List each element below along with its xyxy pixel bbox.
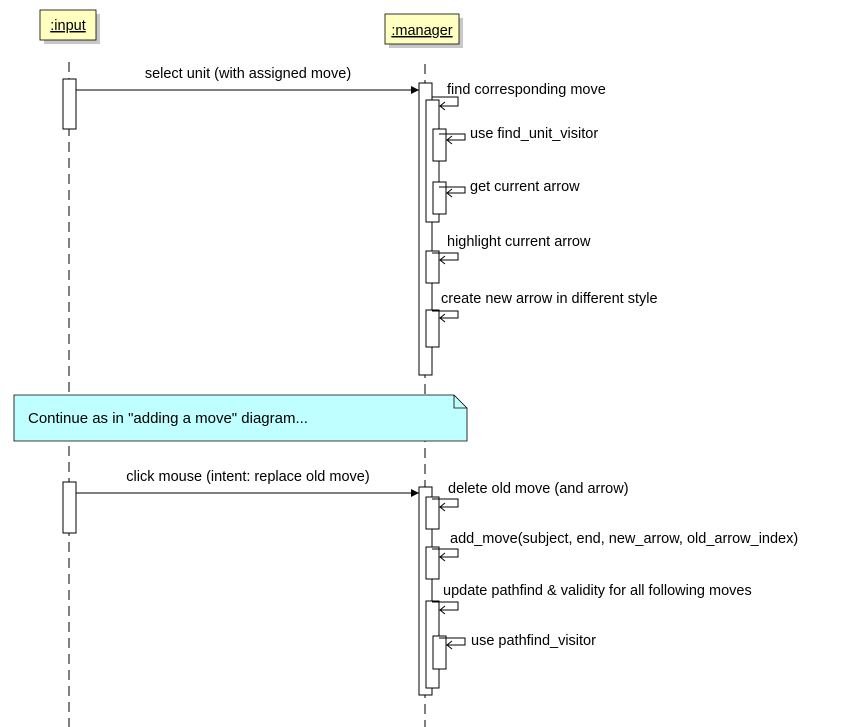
- lifeline-label-manager: :manager: [391, 23, 452, 39]
- lifeline-head-manager[interactable]: :manager: [384, 13, 463, 48]
- activation-delete-move: [425, 496, 440, 530]
- self-call-delete-move: [432, 498, 459, 508]
- activation-highlight: [425, 250, 440, 284]
- self-call-add-move: [432, 548, 459, 558]
- message-label-add-move: add_move(subject, end, new_arrow, old_ar…: [450, 531, 798, 547]
- self-call-highlight: [432, 252, 459, 261]
- message-label-find-move: find corresponding move: [447, 82, 606, 98]
- message-label-click-mouse: click mouse (intent: replace old move): [126, 469, 369, 485]
- message-label-find-unit-visitor: use find_unit_visitor: [470, 126, 598, 142]
- message-label-delete-move: delete old move (and arrow): [448, 481, 629, 497]
- lifeline-head-input[interactable]: :input: [39, 9, 100, 44]
- message-label-get-arrow: get current arrow: [470, 179, 580, 195]
- self-call-get-arrow: [439, 186, 466, 194]
- activation-add-move: [425, 546, 440, 580]
- activation-input-1: [62, 78, 77, 130]
- message-label-select-unit: select unit (with assigned move): [145, 66, 351, 82]
- message-label-highlight: highlight current arrow: [447, 234, 591, 250]
- activation-input-2: [62, 481, 77, 534]
- activation-pathfind-visitor: [432, 635, 447, 670]
- message-label-update-pathfind: update pathfind & validity for all follo…: [443, 583, 752, 599]
- lifeline-label-input: :input: [50, 18, 85, 34]
- self-call-create-arrow: [432, 310, 459, 319]
- activation-get-arrow: [432, 181, 447, 215]
- activation-create-arrow: [425, 309, 440, 348]
- note: Continue as in "adding a move" diagram..…: [13, 394, 468, 442]
- message-label-create-arrow: create new arrow in different style: [441, 291, 658, 307]
- activation-find-unit-visitor: [432, 128, 447, 162]
- self-call-find-move: [432, 96, 459, 107]
- note-text: Continue as in "adding a move" diagram..…: [28, 410, 308, 427]
- message-label-pathfind-visitor: use pathfind_visitor: [471, 633, 596, 649]
- self-call-update-pathfind: [432, 601, 459, 611]
- self-call-find-unit-visitor: [439, 133, 466, 141]
- self-call-pathfind-visitor: [439, 637, 466, 646]
